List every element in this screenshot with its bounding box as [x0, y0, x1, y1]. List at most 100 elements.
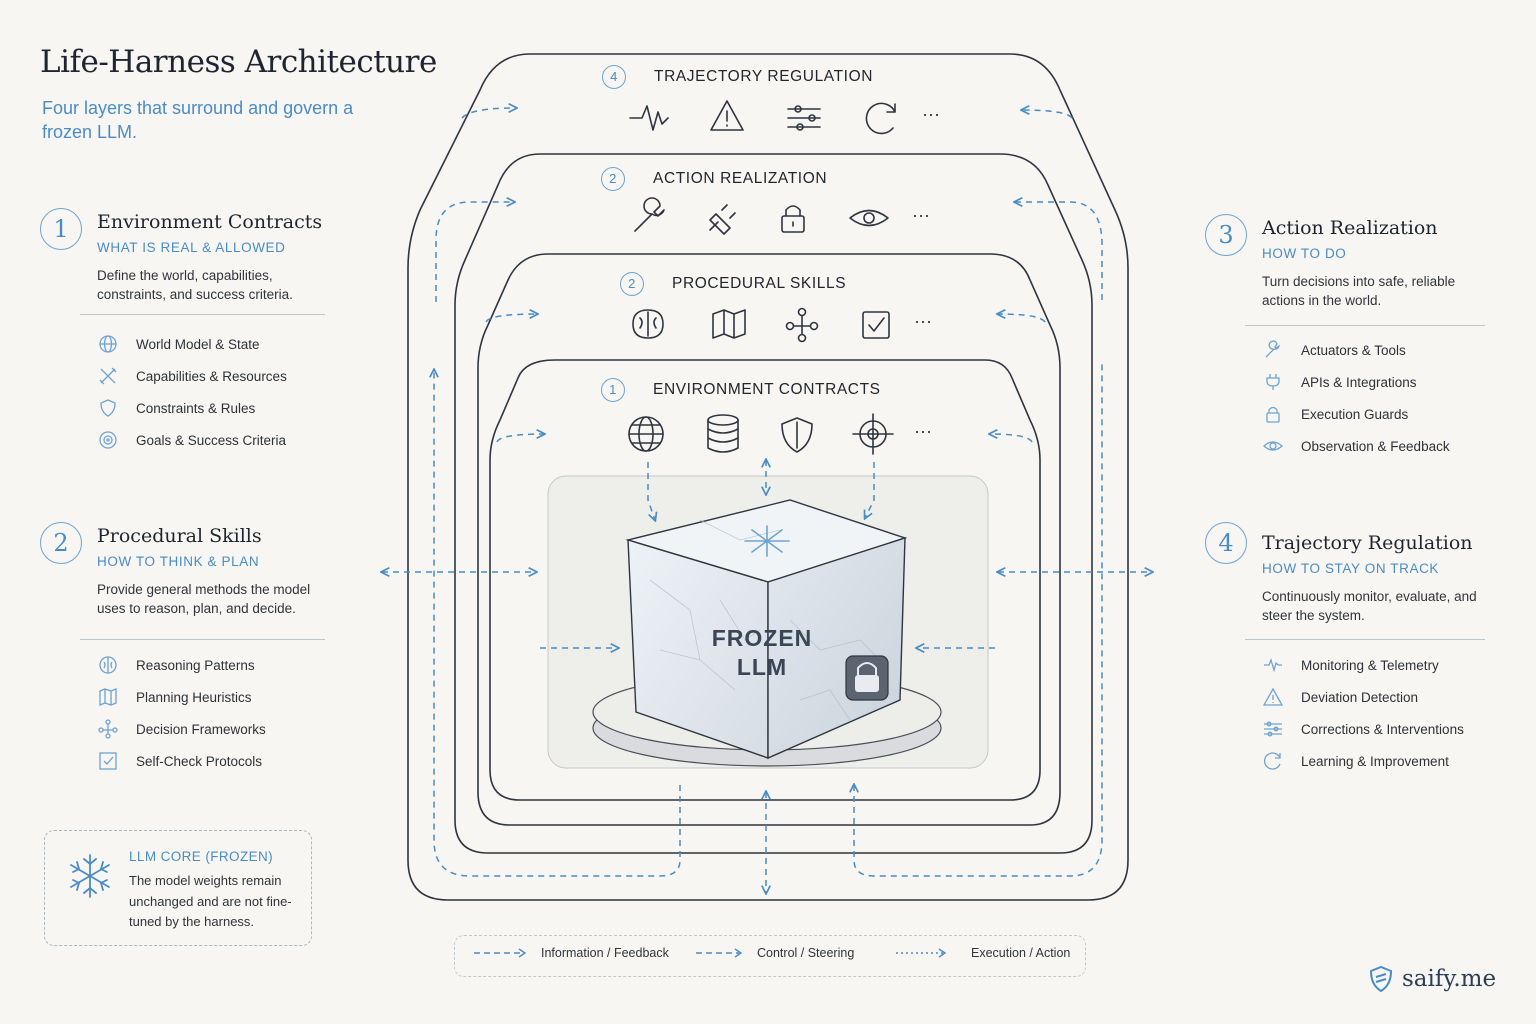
layer-label-trajectory: 4 TRAJECTORY REGULATION [602, 65, 873, 89]
map-icon [712, 309, 746, 339]
section-tagline: HOW TO DO [1262, 246, 1347, 261]
wrench-icon [634, 197, 665, 232]
layer-number: 4 [602, 65, 626, 89]
lock-icon [781, 205, 805, 233]
procedural-icons [632, 307, 890, 343]
map-icon [99, 688, 117, 706]
section-tagline: HOW TO THINK & PLAN [97, 554, 260, 569]
section-tagline: HOW TO STAY ON TRACK [1262, 561, 1440, 576]
shield-icon [781, 417, 813, 453]
list-item: Decision Frameworks [98, 713, 266, 745]
list-item: Deviation Detection [1263, 681, 1464, 713]
checkbox-icon [862, 311, 890, 339]
arrow-shield-down [865, 462, 875, 518]
brand-logo[interactable]: saify.me [1368, 965, 1496, 993]
network-icon [785, 307, 819, 343]
sliders-icon [1264, 721, 1282, 737]
section-title: Procedural Skills [97, 525, 262, 547]
dashed-arrow-icon [474, 948, 527, 958]
section-number: 4 [1205, 522, 1247, 564]
plug-icon [1266, 374, 1280, 390]
warning-icon [710, 100, 744, 131]
layer-number: 2 [601, 167, 625, 191]
legend-item-control: Control / Steering [695, 946, 854, 960]
section-action-realization: 3 Action Realization HOW TO DO Turn deci… [1205, 214, 1485, 474]
more-icon: ··· [914, 421, 932, 441]
network-icon [98, 719, 118, 739]
frozen-llm-line1: FROZEN [711, 625, 813, 651]
section-description: Define the world, capabilities, constrai… [97, 268, 293, 302]
list-item: Self-Check Protocols [98, 745, 266, 777]
layer-title: ENVIRONMENT CONTRACTS [653, 381, 881, 399]
section-trajectory-regulation: 4 Trajectory Regulation HOW TO STAY ON T… [1205, 522, 1485, 782]
more-icon: ··· [912, 205, 930, 225]
section-title: Action Realization [1262, 217, 1438, 239]
list-item: Corrections & Interventions [1263, 713, 1464, 745]
layer-title: ACTION REALIZATION [653, 170, 828, 188]
list-item: Execution Guards [1263, 398, 1450, 430]
list-item: Goals & Success Criteria [98, 424, 287, 456]
snowflake-icon [744, 525, 790, 557]
warning-icon [1263, 687, 1283, 706]
arrow-traj-left [461, 108, 516, 119]
layer-outline-action [454, 153, 1093, 854]
arrow-globe-down [647, 462, 655, 520]
layer-number: 2 [620, 272, 644, 296]
lock-icon [1266, 406, 1280, 423]
section-description: Continuously monitor, evaluate, and stee… [1262, 589, 1477, 623]
layer-title: TRAJECTORY REGULATION [654, 68, 874, 86]
pulse-icon [1264, 658, 1282, 673]
list-item: World Model & State [98, 328, 287, 360]
tools-icon [99, 367, 117, 385]
shield-icon [100, 399, 116, 417]
arrow-env-right [990, 434, 1033, 443]
more-icon: ··· [922, 104, 940, 124]
target-icon [852, 413, 894, 455]
frozen-llm-label: FROZEN LLM [700, 624, 824, 682]
legend-item-information: Information / Feedback [473, 946, 669, 960]
section-description: Turn decisions into safe, reliable actio… [1262, 274, 1456, 308]
dotted-arrow-icon [896, 948, 947, 958]
more-icon: ··· [914, 311, 932, 331]
legend: Information / Feedback Control / Steerin… [454, 935, 1086, 977]
list-item: APIs & Integrations [1263, 366, 1450, 398]
divider [80, 314, 325, 315]
arrow-action-right [1015, 202, 1103, 300]
section-list: Reasoning Patterns Planning Heuristics D… [98, 649, 266, 777]
section-list: Actuators & Tools APIs & Integrations Ex… [1263, 334, 1450, 462]
refresh-icon [865, 102, 896, 135]
globe-icon [99, 335, 117, 353]
plug-icon [709, 204, 736, 235]
layer-label-action: 2 ACTION REALIZATION [601, 167, 827, 191]
pulse-icon [629, 105, 669, 131]
section-tagline: WHAT IS REAL & ALLOWED [97, 240, 286, 255]
arrow-env-left [496, 434, 544, 443]
list-item: Monitoring & Telemetry [1263, 649, 1464, 681]
section-number: 2 [40, 522, 82, 564]
page-subtitle: Four layers that surround and govern a f… [42, 98, 354, 142]
list-item: Learning & Improvement [1263, 745, 1464, 777]
checkbox-icon [99, 752, 117, 770]
globe-icon [628, 416, 664, 452]
layer-outline-procedural [477, 253, 1061, 826]
section-title: Trajectory Regulation [1262, 532, 1473, 554]
legend-item-execution: Execution / Action [895, 946, 1070, 960]
arrow-proc-right [998, 314, 1046, 323]
list-item: Actuators & Tools [1263, 334, 1450, 366]
section-procedural-skills: 2 Procedural Skills HOW TO THINK & PLAN … [40, 522, 325, 782]
frozen-llm-line2: LLM [736, 654, 788, 680]
database-icon [707, 414, 739, 453]
page-title: Life-Harness Architecture [40, 44, 437, 80]
divider [80, 639, 325, 640]
snowflake-icon [70, 854, 110, 898]
environment-icons [628, 413, 894, 455]
wrench-icon [1265, 340, 1280, 358]
shield-logo-icon [1369, 965, 1393, 993]
divider [1245, 639, 1485, 640]
layer-outline-trajectory [407, 53, 1129, 901]
arrow-right-loop [854, 362, 1103, 877]
arrow-action-left [435, 202, 514, 302]
